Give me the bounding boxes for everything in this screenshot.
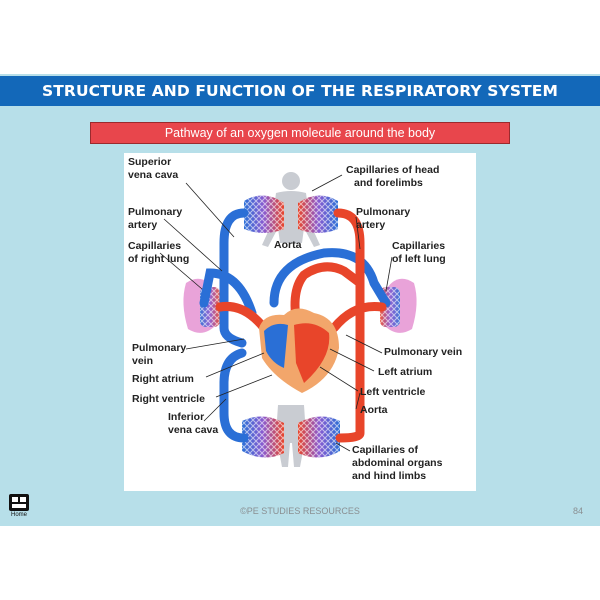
label-left-ventricle: Left ventricle [360, 386, 426, 398]
copyright-footer: ©PE STUDIES RESOURCES [240, 506, 360, 516]
label-pulmonary-vein-left-line2: vein [132, 355, 153, 367]
label-pulmonary-artery-left-line2: artery [128, 219, 157, 231]
label-inferior-vena-cava-line2: vena cava [168, 424, 218, 436]
label-superior-vena-cava-line2: vena cava [128, 169, 178, 181]
label-capillaries-head-line2: and forelimbs [354, 177, 423, 189]
label-left-atrium: Left atrium [378, 366, 432, 378]
label-capillaries-right-lung-line1: Capillaries [128, 240, 181, 252]
head-capillaries [244, 195, 338, 233]
page-number: 84 [573, 506, 584, 516]
label-pulmonary-artery-right-line1: Pulmonary [356, 206, 410, 218]
label-pulmonary-vein-right: Pulmonary vein [384, 346, 462, 358]
slide-title: STRUCTURE AND FUNCTION OF THE RESPIRATOR… [0, 76, 600, 106]
label-capillaries-abdominal-line2: abdominal organs [352, 457, 443, 469]
label-pulmonary-artery-left-line1: Pulmonary [128, 206, 182, 218]
label-right-atrium: Right atrium [132, 373, 194, 385]
circulation-diagram: Superior vena cava Pulmonary artery Capi… [124, 153, 476, 491]
label-pulmonary-artery-right-line2: artery [356, 219, 385, 231]
label-capillaries-right-lung-line2: of right lung [128, 253, 189, 265]
label-aorta-bottom: Aorta [360, 404, 388, 416]
heart [259, 308, 339, 393]
label-pulmonary-vein-left-line1: Pulmonary [132, 342, 186, 354]
home-button[interactable]: Home [8, 493, 30, 521]
label-right-ventricle: Right ventricle [132, 393, 205, 405]
label-capillaries-left-lung-line1: Capillaries [392, 240, 445, 252]
label-inferior-vena-cava-line1: Inferior [168, 411, 204, 423]
abdominal-capillaries [242, 416, 340, 458]
label-capillaries-head-line1: Capillaries of head [346, 164, 439, 176]
label-aorta-top: Aorta [274, 239, 302, 251]
label-capillaries-abdominal-line3: and hind limbs [352, 470, 426, 482]
slide-subtitle: Pathway of an oxygen molecule around the… [90, 122, 510, 144]
home-logo-icon [9, 494, 29, 511]
label-capillaries-abdominal-line1: Capillaries of [352, 444, 418, 456]
label-superior-vena-cava-line1: Superior [128, 156, 171, 168]
deoxygenated-vessels [199, 208, 391, 443]
home-label: Home [10, 512, 27, 518]
label-capillaries-left-lung-line2: of left lung [392, 253, 446, 265]
